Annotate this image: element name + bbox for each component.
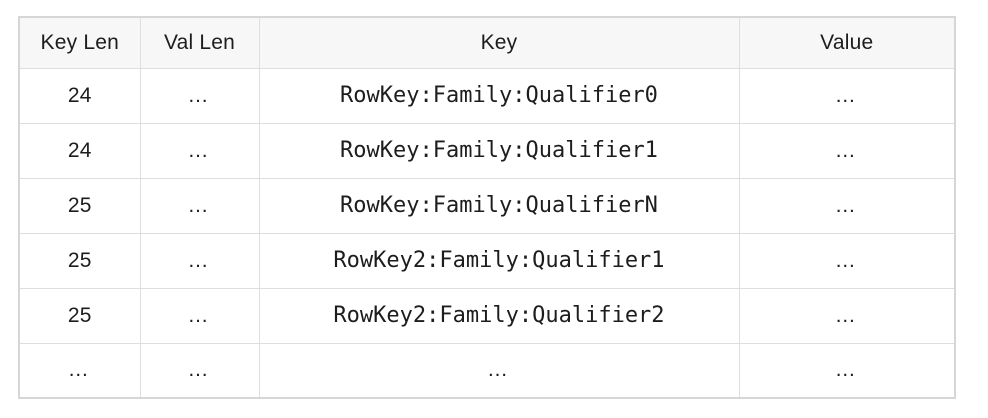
cell-key-len: 25 (18, 287, 141, 344)
cell-value: … (738, 232, 956, 289)
cell-key: … (258, 342, 740, 399)
column-header-val-len: Val Len (139, 16, 260, 69)
cell-value: … (738, 122, 956, 179)
table-row: 25 … RowKey2:Family:Qualifier2 … (18, 287, 956, 344)
cell-val-len: … (139, 232, 260, 289)
cell-key: RowKey:Family:Qualifier1 (258, 122, 740, 179)
cell-val-len: … (139, 67, 260, 124)
cell-key: RowKey:Family:QualifierN (258, 177, 740, 234)
cell-value: … (738, 342, 956, 399)
cell-key-len: 24 (18, 67, 141, 124)
cell-key-len: 24 (18, 122, 141, 179)
keyvalue-table: Key Len Val Len Key Value 24 … RowKey:Fa… (18, 16, 956, 399)
column-header-key-len: Key Len (18, 16, 141, 69)
table-row: 24 … RowKey:Family:Qualifier1 … (18, 122, 956, 179)
cell-value: … (738, 67, 956, 124)
cell-value: … (738, 287, 956, 344)
cell-value: … (738, 177, 956, 234)
column-header-key: Key (258, 16, 740, 69)
cell-key-len: 25 (18, 177, 141, 234)
cell-key: RowKey:Family:Qualifier0 (258, 67, 740, 124)
cell-key: RowKey2:Family:Qualifier2 (258, 287, 740, 344)
table-row: … … … … (18, 342, 956, 399)
table-row: 25 … RowKey:Family:QualifierN … (18, 177, 956, 234)
table-row: 25 … RowKey2:Family:Qualifier1 … (18, 232, 956, 289)
cell-val-len: … (139, 122, 260, 179)
column-header-value: Value (738, 16, 956, 69)
cell-val-len: … (139, 342, 260, 399)
header-row: Key Len Val Len Key Value (18, 16, 956, 69)
cell-key-len: … (18, 342, 141, 399)
cell-val-len: … (139, 287, 260, 344)
cell-key-len: 25 (18, 232, 141, 289)
cell-val-len: … (139, 177, 260, 234)
table-row: 24 … RowKey:Family:Qualifier0 … (18, 67, 956, 124)
cell-key: RowKey2:Family:Qualifier1 (258, 232, 740, 289)
